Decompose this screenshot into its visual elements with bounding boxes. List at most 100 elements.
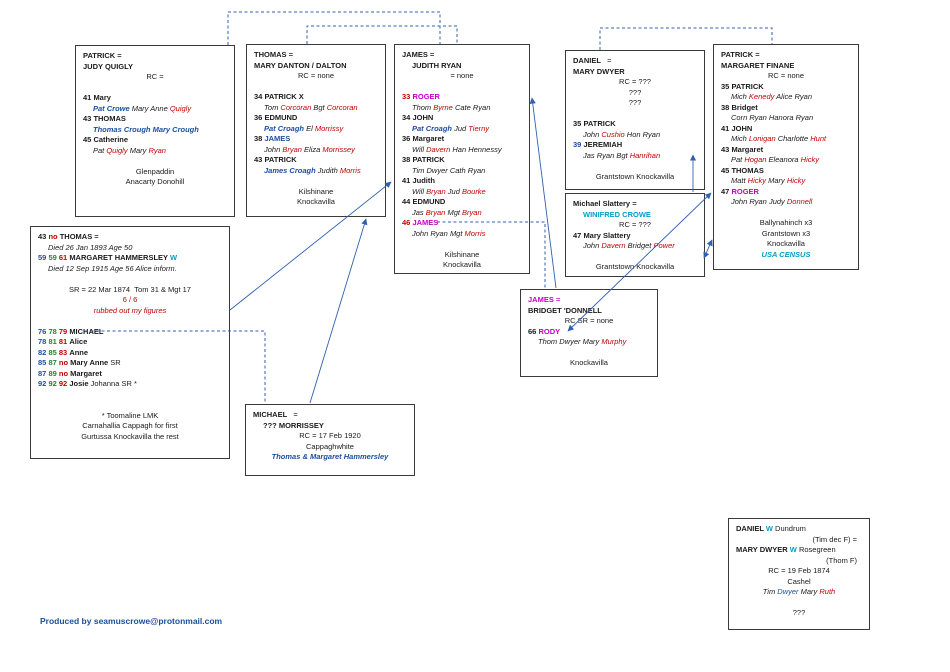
text-span: PATRICK — [583, 119, 616, 128]
family-box-patrick-judy-quigly-line-5: 41 Mary — [76, 93, 234, 104]
text-span: Bgt — [311, 102, 327, 112]
arrow-morrissey-to-danton-box — [309, 218, 368, 404]
text-span: 76 — [38, 326, 47, 336]
family-box-thomas-margaret-hammersley-line-1: 43 no THOMAS = — [31, 232, 229, 243]
dashed-link-danton-to-ryan — [306, 25, 458, 44]
family-box-michael-slattery-winifred-crowe-line-2: WINIFRED CROWE — [566, 210, 704, 221]
text-span: Hon Ryan — [624, 129, 661, 139]
text-span: Matt — [731, 176, 748, 185]
text-span: THOMAS — [93, 114, 126, 123]
text-span: THOMAS = — [59, 232, 99, 241]
text-span: Margaret — [70, 368, 102, 378]
family-box-patrick-judy-quigly-line-12: Glenpaddin — [76, 167, 234, 178]
text-span: 36 — [254, 113, 263, 122]
family-box-daniel-mary-dwyer-line-11 — [566, 161, 704, 172]
family-box-patrick-margaret-finane-line-11: Pat Hogan Eleanora Hicky — [714, 155, 858, 166]
text-span: = none — [450, 71, 474, 80]
family-box-james-judith-ryan-line-3: = none — [395, 71, 529, 82]
text-span: Thom — [412, 102, 434, 112]
text-span: Hicky — [786, 176, 806, 185]
text-span: (Thom F) — [826, 555, 857, 565]
family-box-thomas-margaret-hammersley-line-14: 87 89 no Margaret — [31, 369, 229, 380]
text-span: 38 — [721, 102, 730, 112]
family-box-james-bridget-donnell-line-5: Thom Dwyer Mary Murphy — [521, 337, 657, 348]
text-span: Mary — [127, 145, 149, 155]
text-span: Mary — [93, 93, 111, 102]
text-span: Mary — [766, 176, 787, 185]
family-box-thomas-margaret-hammersley-line-8: rubbed out my figures — [31, 306, 229, 317]
text-span: PATRICK = — [721, 50, 760, 59]
text-span: Mary Anne — [131, 103, 170, 113]
text-span: Cate Ryan — [452, 102, 491, 112]
text-span: James Croagh — [264, 165, 316, 175]
text-span: Charlotte — [775, 134, 811, 143]
text-span: Will — [412, 144, 427, 154]
family-box-michael-morrissey-line-5: Thomas & Margaret Hammersley — [246, 452, 414, 463]
text-span: JUDITH RYAN — [412, 60, 462, 70]
family-box-daniel-mary-dwyer-cashel-line-9: ??? — [729, 608, 869, 619]
family-box-daniel-mary-dwyer-cashel-line-5: RC = 19 Feb 1874 — [729, 566, 869, 577]
family-box-james-judith-ryan-line-8: Pat Croagh Jud Tierny — [395, 124, 529, 135]
family-box-thomas-margaret-hammersley-line-3: 59 59 61 MARGARET HAMMERSLEY W — [31, 253, 229, 264]
family-box-thomas-mary-danton-line-7: 36 EDMUND — [247, 113, 385, 124]
text-span: JAMES = — [402, 50, 435, 59]
text-span: Cashel — [787, 576, 811, 586]
text-span: Davern — [601, 241, 626, 250]
text-span: RC = 17 Feb 1920 — [299, 431, 361, 440]
family-box-michael-slattery-winifred-crowe-line-6 — [566, 252, 704, 263]
text-span: Eleanora — [766, 155, 801, 164]
family-box-thomas-margaret-hammersley-line-17 — [31, 400, 229, 411]
family-box-patrick-margaret-finane-line-20: USA CENSUS — [714, 250, 858, 261]
family-box-patrick-judy-quigly-line-4 — [76, 83, 234, 94]
family-box-james-bridget-donnell-line-6 — [521, 348, 657, 359]
text-span: RC = 19 Feb 1874 — [768, 566, 830, 575]
text-span: 6 / 6 — [122, 295, 138, 304]
text-span: Margaret — [412, 134, 445, 143]
text-span: 66 — [528, 326, 537, 336]
text-span: Thom Dwyer Mary — [538, 337, 602, 346]
text-span: W — [789, 545, 797, 554]
family-box-thomas-mary-danton-line-8: Pat Croagh El Morrissy — [247, 124, 385, 135]
family-box-daniel-mary-dwyer-line-4: ??? — [566, 88, 704, 99]
family-box-james-judith-ryan-line-9: 36 Margaret — [395, 134, 529, 145]
text-span: Cappaghwhite — [306, 441, 354, 451]
text-span: Grantstown x3 — [761, 228, 811, 238]
text-span: Ryan — [148, 145, 166, 155]
text-span: Grantstown Knockavilla — [595, 262, 675, 271]
text-span: 61 — [58, 253, 68, 262]
text-span: BRIDGET 'DONNELL — [528, 305, 602, 315]
family-box-patrick-margaret-finane-line-1: PATRICK = — [714, 50, 858, 61]
text-span: Corn Ryan Hanora Ryan — [731, 113, 814, 122]
text-span: Knockavilla — [297, 197, 335, 206]
text-span: MARY DANTON / DALTON — [254, 60, 347, 70]
family-box-patrick-judy-quigly-line-1: PATRICK = — [76, 51, 234, 62]
text-span: USA CENSUS — [761, 249, 811, 259]
text-span: 82 — [38, 347, 47, 357]
family-box-daniel-mary-dwyer-line-10: Jas Ryan Bgt Hanrihan — [566, 151, 704, 162]
text-span: DANIEL — [573, 56, 601, 65]
text-span: Mich — [731, 134, 749, 143]
text-span: THOMAS = — [254, 50, 293, 59]
text-span: Corcoran — [280, 102, 312, 112]
text-span: Davern — [426, 144, 451, 154]
text-span: no — [58, 368, 69, 378]
family-box-patrick-margaret-finane-line-18: Grantstown x3 — [714, 229, 858, 240]
text-span: 39 — [573, 140, 582, 149]
text-span: 85 — [48, 347, 57, 357]
text-span: PATRICK = — [83, 51, 122, 60]
text-span: 35 — [573, 119, 582, 128]
text-span: W — [765, 524, 773, 533]
text-span: El — [304, 123, 315, 133]
family-box-patrick-margaret-finane-line-5: Mich Kenedy Alice Ryan — [714, 92, 858, 103]
text-span: 43 — [721, 144, 730, 154]
text-span: 46 — [402, 218, 411, 227]
family-box-thomas-margaret-hammersley-line-4: Died 12 Sep 1915 Age 56 Alice inform. — [31, 264, 229, 275]
text-span: EDMUND — [264, 113, 298, 122]
text-span: John — [264, 144, 283, 154]
family-box-james-bridget-donnell-line-4: 66 RODY — [521, 327, 657, 338]
text-span: 41 — [83, 93, 92, 102]
